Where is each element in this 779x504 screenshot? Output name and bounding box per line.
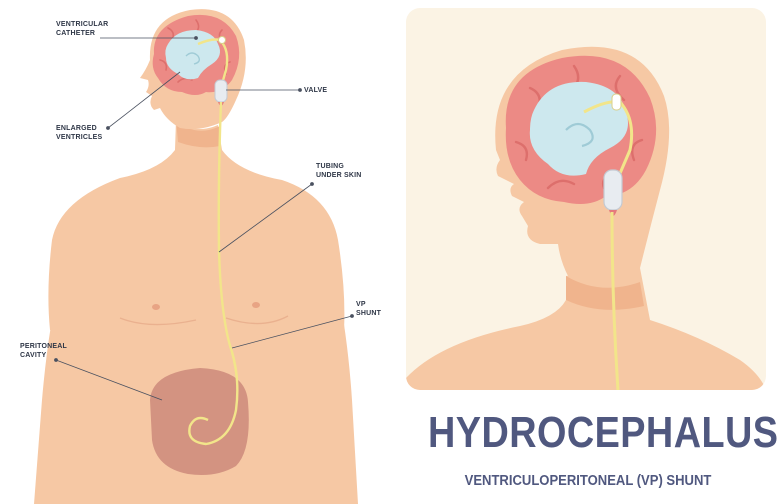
label-tubing-line2: UNDER SKIN (316, 171, 362, 180)
label-ventricular-catheter: VENTRICULAR CATHETER (56, 20, 108, 38)
closeup-valve (604, 170, 622, 210)
label-ventricular-catheter-line1: VENTRICULAR (56, 20, 108, 29)
closeup-reservoir (612, 94, 621, 110)
label-enlarged-ventricles-line2: VENTRICLES (56, 133, 102, 142)
label-peritoneal-cavity-line2: CAVITY (20, 351, 67, 360)
reservoir (219, 37, 226, 44)
body-figure (34, 9, 358, 504)
label-valve-line1: VALVE (304, 86, 327, 95)
label-ventricular-catheter-line2: CATHETER (56, 29, 108, 38)
label-tubing-line1: TUBING (316, 162, 362, 171)
label-vp-shunt-line1: VP (356, 300, 381, 309)
label-valve: VALVE (304, 86, 327, 95)
label-enlarged-ventricles: ENLARGED VENTRICLES (56, 124, 102, 142)
label-tubing: TUBING UNDER SKIN (316, 162, 362, 180)
label-peritoneal-cavity: PERITONEAL CAVITY (20, 342, 67, 360)
label-peritoneal-cavity-line1: PERITONEAL (20, 342, 67, 351)
page-title: HYDROCEPHALUS (428, 408, 748, 458)
label-enlarged-ventricles-line1: ENLARGED (56, 124, 102, 133)
nipple-left (152, 304, 160, 310)
label-vp-shunt: VP SHUNT (356, 300, 381, 318)
label-vp-shunt-line2: SHUNT (356, 309, 381, 318)
valve (215, 80, 227, 102)
nipple-right (252, 302, 260, 308)
page-subtitle: VENTRICULOPERITONEAL (VP) SHUNT (421, 472, 756, 490)
peritoneal-cavity (150, 368, 249, 475)
closeup-panel (406, 8, 766, 390)
